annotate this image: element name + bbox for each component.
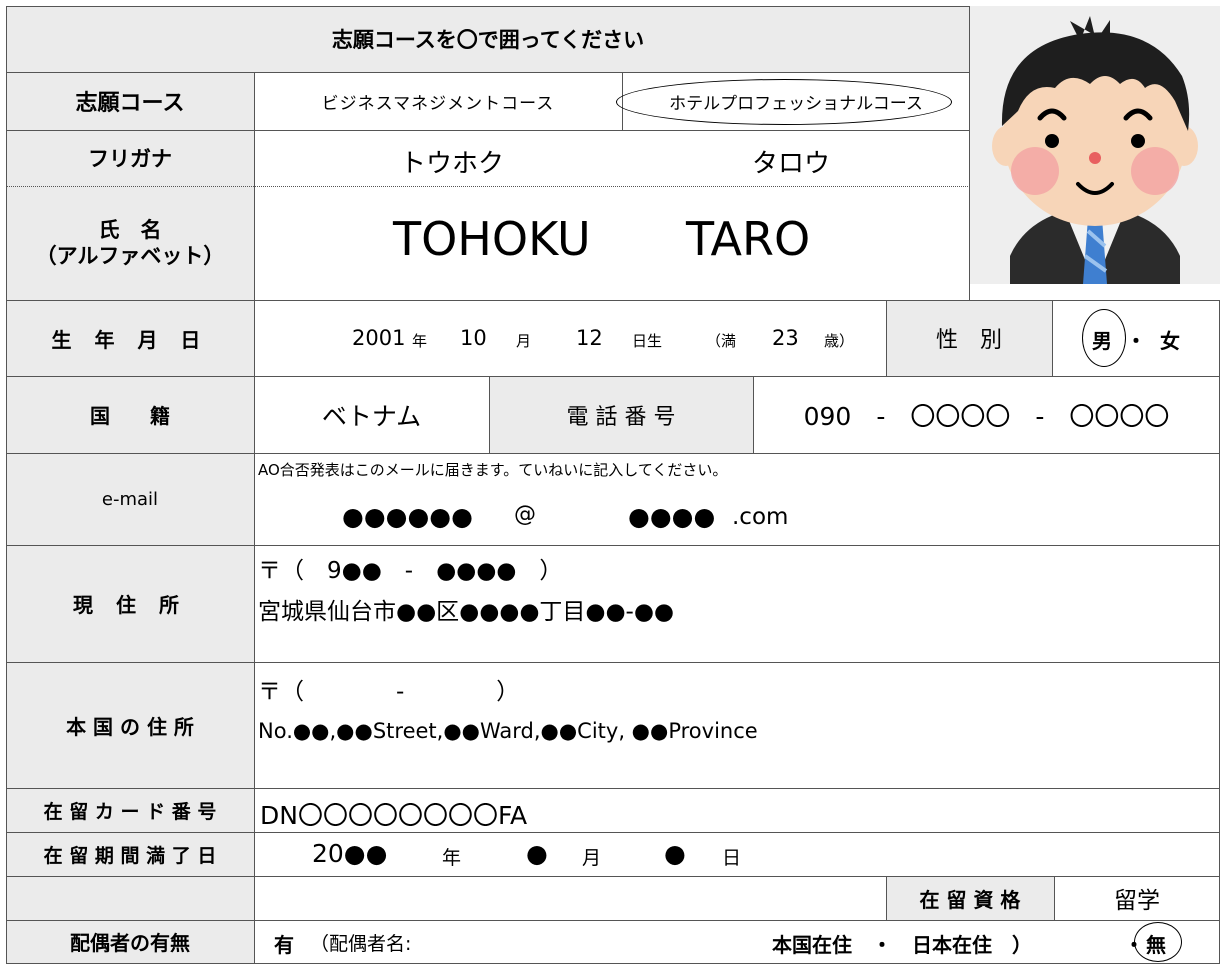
applicant-photo (970, 6, 1220, 284)
email-at: @ (514, 502, 536, 527)
nationality-value: ベトナム (321, 401, 422, 431)
spouse-location: 本国在住 ・ 日本在住 ） (772, 933, 1032, 957)
birth-year-unit: 年 (412, 332, 428, 350)
birth-month-unit: 月 (516, 332, 532, 350)
spouse-label: 配偶者の有無 (70, 931, 190, 955)
course-option-hotel[interactable]: ホテルプロフェッショナルコース (669, 93, 923, 114)
residence-card-value: DN〇〇〇〇〇〇〇〇FA (260, 801, 528, 830)
birth-day-unit: 日生 (632, 332, 663, 350)
current-address-value: 宮城県仙台市●●区●●●●丁目●●-●● (258, 599, 674, 625)
birth-year: 2001 (352, 326, 406, 350)
home-postal: 〒（ - ） (258, 679, 520, 705)
furigana-given: タロウ (752, 149, 831, 179)
status-label: 在 留 資 格 (919, 887, 1021, 912)
name-label-main: 氏 名 (98, 218, 162, 242)
birthdate-label: 生 年 月 日 (51, 327, 209, 352)
expiry-day: ● (664, 839, 686, 868)
sex-separator: ・ (1126, 329, 1146, 353)
name-given: TARO (686, 212, 811, 266)
spouse-yes[interactable]: 有 (274, 933, 294, 957)
spouse-separator: ・ (1124, 933, 1144, 957)
age-open: （満 (706, 332, 737, 350)
home-address-value: No.●●,●●Street,●●Ward,●●City, ●●Province (258, 719, 758, 743)
expiry-month-unit: 月 (582, 847, 602, 869)
sex-male[interactable]: 男 (1092, 329, 1112, 353)
expiry-year: 20●● (312, 839, 388, 868)
residence-card-label: 在 留 カ ー ド 番 号 (43, 800, 217, 823)
age-value: 23 (772, 326, 799, 350)
name-label: 氏 名 （アルファベット） (6, 186, 254, 300)
email-domain-mask: ●●●● (628, 502, 716, 531)
course-option-business[interactable]: ビジネスマネジメントコース (321, 93, 555, 114)
course-label: 志願コース (75, 91, 185, 116)
email-label: e-mail (101, 488, 159, 510)
furigana-family: トウホク (400, 149, 505, 179)
expiry-month: ● (526, 839, 548, 868)
nationality-label: 国 籍 (90, 404, 170, 428)
home-address-label: 本 国 の 住 所 (66, 714, 194, 739)
phone-label: 電 話 番 号 (566, 404, 676, 430)
form-instruction: 志願コースを〇で囲ってください (331, 28, 645, 52)
email-domain-tld: .com (732, 504, 789, 530)
furigana-label: フリガナ (88, 147, 172, 171)
student-avatar-icon (992, 16, 1198, 284)
email-note: AO合否発表はこのメールに届きます。ていねいに記入してください。 (258, 461, 728, 479)
spouse-no[interactable]: 無 (1146, 933, 1166, 957)
status-value: 留学 (1114, 888, 1160, 914)
email-user: ●●●●●● (342, 502, 473, 531)
expiry-year-unit: 年 (442, 847, 462, 869)
age-close: 歳） (824, 332, 855, 350)
name-label-sub: （アルファベット） (35, 244, 225, 268)
name-family: TOHOKU (393, 212, 591, 266)
expiry-label: 在 留 期 間 満 了 日 (43, 844, 217, 867)
sex-female[interactable]: 女 (1160, 329, 1180, 353)
sex-label: 性 別 (935, 328, 1002, 353)
spouse-name-label: （配偶者名: (310, 933, 412, 955)
current-address-label: 現 住 所 (73, 593, 187, 617)
birth-day: 12 (576, 326, 603, 350)
phone-value: 090 - 〇〇〇〇 - 〇〇〇〇 (803, 401, 1170, 431)
current-postal: 〒（ 9●● - ●●●● ） (258, 558, 563, 584)
expiry-day-unit: 日 (722, 847, 742, 869)
birth-month: 10 (460, 326, 487, 350)
